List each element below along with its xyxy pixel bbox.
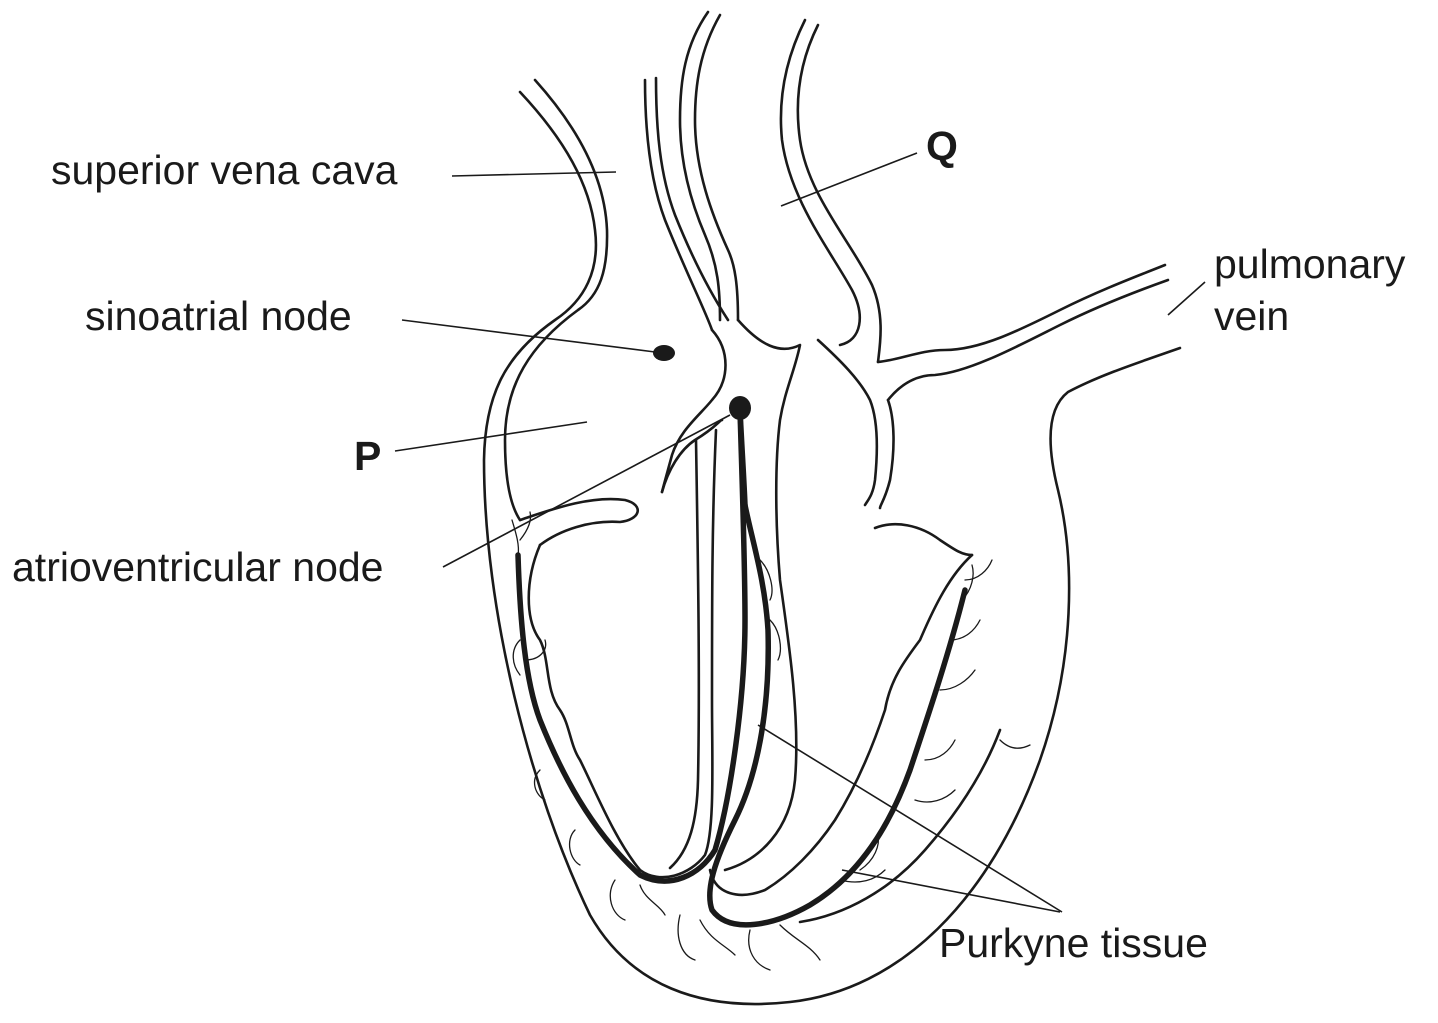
leader-q (780, 152, 918, 207)
label-sinoatrial-node: sinoatrial node (85, 293, 352, 339)
sinoatrial-node-marker (653, 345, 675, 361)
atrial-inner-vessel-1 (643, 78, 714, 332)
left-atrium-lower (876, 263, 1167, 364)
right-ventricle-inner-2 (668, 438, 701, 870)
fibre-2 (512, 639, 547, 676)
fibre-12 (759, 559, 781, 661)
label-p: P (354, 433, 381, 479)
left-atrium-pocket (878, 398, 895, 510)
left-atrium-vein-lower (886, 278, 1170, 402)
fibre-7 (748, 924, 821, 971)
heart-outline (482, 10, 1182, 1006)
fibre-6 (677, 914, 736, 961)
fibre-1 (511, 511, 532, 556)
fibre-8 (839, 834, 886, 883)
purkyne-fibres (515, 407, 968, 928)
fibre-3 (533, 769, 546, 801)
pulmonary-artery-right-wall (796, 23, 882, 364)
atrioventricular-node-marker (729, 396, 751, 420)
left-ventricle-lower-band (798, 728, 1002, 924)
labels: superior vena cava sinoatrial node P atr… (12, 123, 1406, 966)
fibre-11 (961, 559, 993, 601)
leader-lines (394, 152, 1206, 913)
purkyne-septal-link (737, 407, 748, 508)
atrial-inner-vessel-2 (654, 76, 730, 322)
pulmonary-artery-left-wall (779, 18, 861, 347)
purkyne-left-branch (707, 502, 968, 928)
left-ventricle-inner (708, 553, 974, 897)
leader-pulmonary-vein (1167, 281, 1206, 316)
right-ventricle-inner (527, 428, 718, 879)
left-valve-flap (873, 522, 974, 557)
leader-sinoatrial-node (401, 319, 656, 353)
label-pulmonary-vein-line1: pulmonary (1214, 241, 1406, 287)
label-atrioventricular-node: atrioventricular node (12, 544, 383, 590)
label-purkyne-tissue: Purkyne tissue (939, 920, 1208, 966)
leader-purkyne-2 (841, 869, 1061, 913)
fibre-10 (939, 619, 981, 691)
interventricular-septum-left (723, 318, 802, 872)
left-atrium-wall (816, 338, 879, 507)
fibre-5 (609, 879, 666, 921)
leader-superior-vena-cava (451, 171, 617, 177)
label-pulmonary-vein-line2: vein (1214, 293, 1289, 339)
fibre-9 (914, 739, 956, 803)
aorta-wall-right (693, 13, 740, 322)
purkyne-right-branch (515, 407, 748, 884)
leader-atrioventricular-node (442, 414, 731, 568)
fibre-13 (999, 739, 1031, 749)
fibre-4 (568, 829, 581, 866)
leader-p (394, 421, 588, 452)
label-q: Q (926, 123, 958, 169)
leader-purkyne-1 (757, 724, 1063, 913)
aorta-wall-left (678, 10, 722, 322)
fine-fibres (511, 511, 1031, 971)
vena-cava-inner-wall (503, 78, 609, 522)
label-superior-vena-cava: superior vena cava (51, 147, 398, 193)
atrial-septum (660, 328, 727, 494)
right-valve-flap (518, 497, 639, 547)
heart-outer-wall (482, 90, 1182, 1006)
